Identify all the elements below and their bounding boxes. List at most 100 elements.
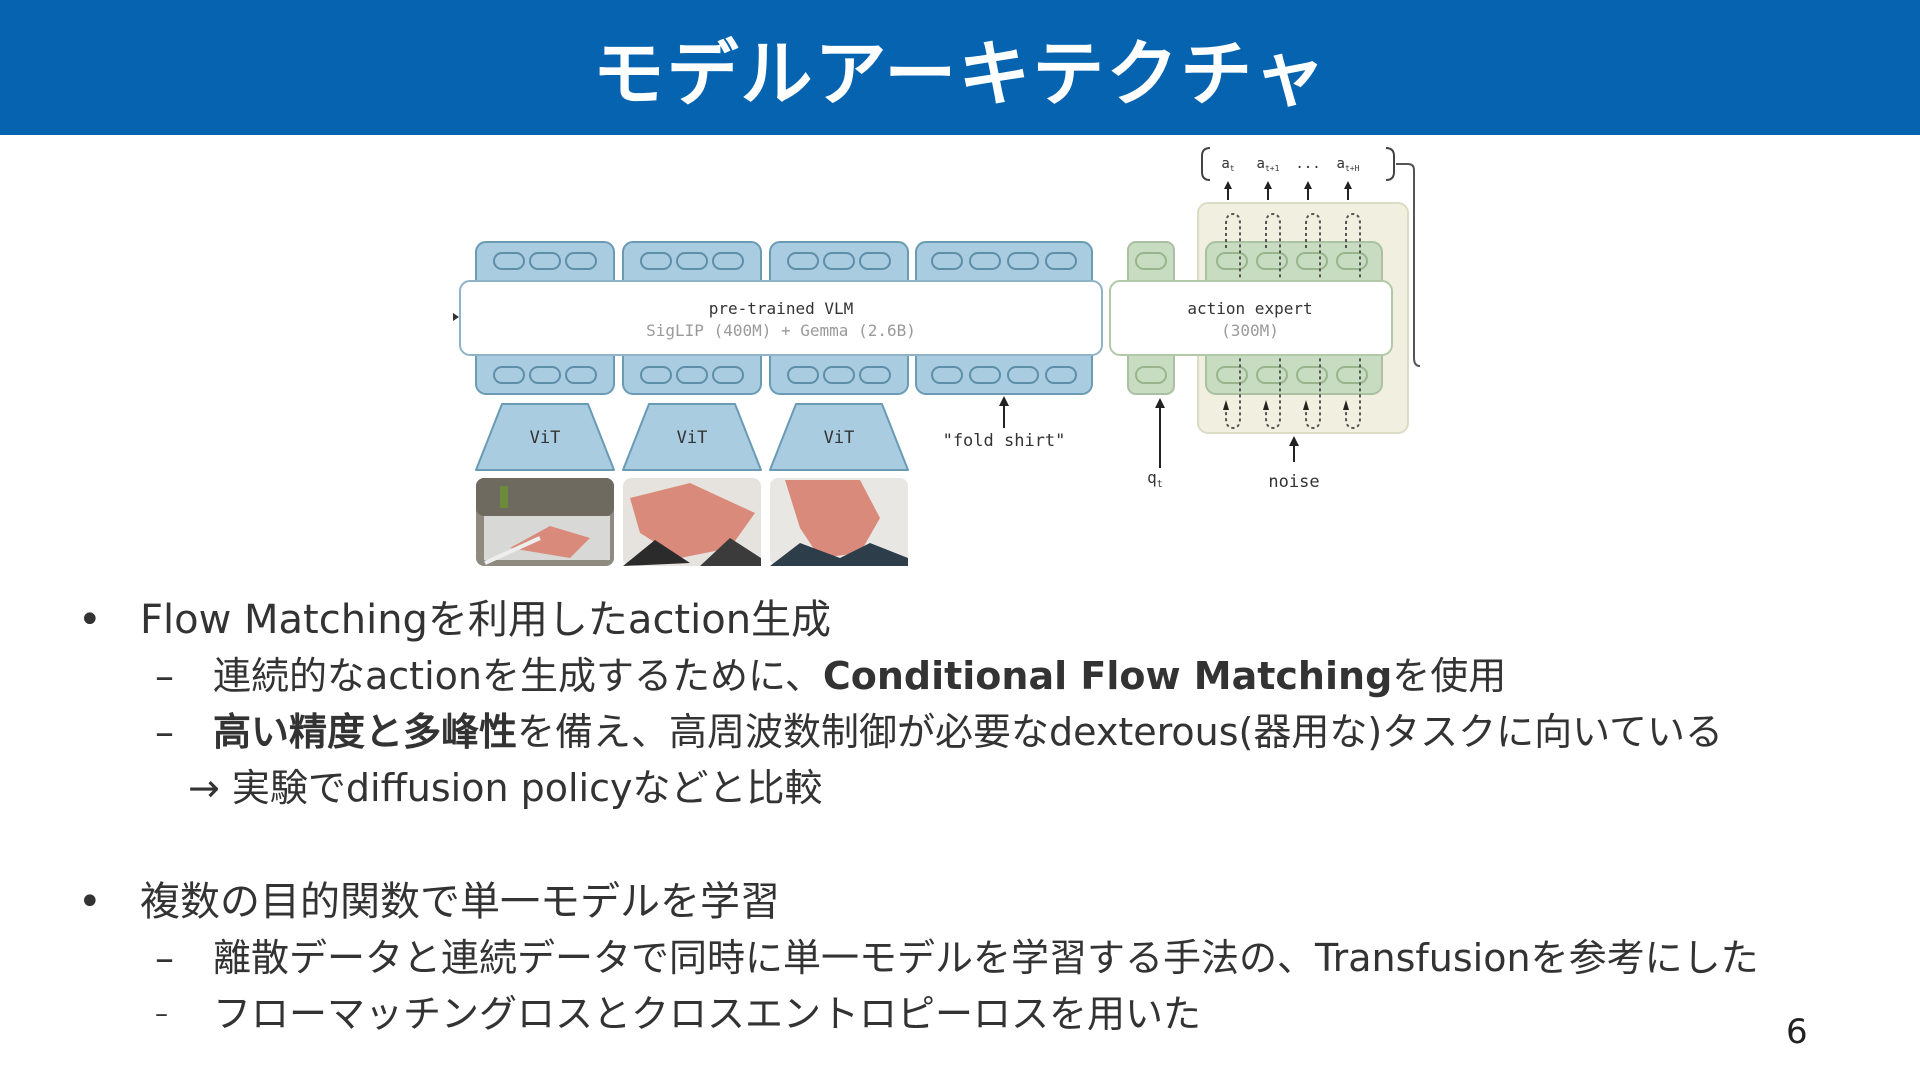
action-outputs-bracket-left: [1201, 147, 1211, 181]
token-pill: [931, 252, 963, 270]
bullet-marker: •: [78, 597, 102, 643]
action-expert-box: [1109, 280, 1393, 356]
token-pill: [712, 252, 744, 270]
token-pill: [493, 252, 525, 270]
bullet-1-sub-1-suffix: を使用: [1392, 654, 1507, 698]
vit-encoder-3: ViT: [769, 403, 909, 471]
loop-arrowhead: [1303, 400, 1309, 410]
token-pills: [493, 252, 1368, 384]
state-arrowhead: [1155, 398, 1165, 408]
vit-encoder-1: ViT: [475, 403, 615, 471]
action-output-label: ...: [1295, 156, 1320, 172]
token-pill: [931, 366, 963, 384]
token-pill: [565, 366, 597, 384]
bullet-1-sub-3: → 実験でdiffusion policyなどと比較: [188, 760, 823, 816]
bullet-2-sub-1-text: 離散データと連続データで同時に単一モデルを学習する手法の、Transfusion…: [213, 936, 1759, 980]
action-expert-title: action expert: [1187, 299, 1312, 318]
state-input-label: qt: [1147, 468, 1163, 490]
left-input-arrowhead: [453, 313, 459, 321]
architecture-diagram-svg: pre-trained VLM SigLIP (400M) + Gemma (2…: [453, 147, 1421, 566]
loop-arrowhead: [1263, 400, 1269, 410]
loop-arrowhead: [1343, 400, 1349, 410]
vit-label-2: ViT: [677, 428, 708, 448]
token-pill: [823, 366, 855, 384]
token-pill: [1296, 366, 1328, 384]
token-pill: [1256, 252, 1288, 270]
dash-marker: –: [155, 999, 168, 1029]
token-pill: [1296, 252, 1328, 270]
vlm-box: [459, 280, 1103, 356]
token-pill: [493, 366, 525, 384]
token-pill: [969, 252, 1001, 270]
bullet-1-text: Flow Matchingを利用したaction生成: [140, 597, 832, 643]
camera-image-3: [770, 478, 908, 566]
action-output-label: at: [1221, 156, 1234, 173]
token-pill: [712, 366, 744, 384]
vit-encoder-2: ViT: [622, 403, 762, 471]
architecture-diagram: pre-trained VLM SigLIP (400M) + Gemma (2…: [440, 138, 1440, 578]
token-pill: [676, 366, 708, 384]
bullet-1-sub-1-bold: Conditional Flow Matching: [822, 654, 1393, 698]
token-pill: [1045, 366, 1077, 384]
denoising-loops: [1223, 212, 1361, 430]
token-pill: [1216, 366, 1248, 384]
action-output-label: at+H: [1337, 156, 1360, 173]
bullet-2-sub-1: – 離散データと連続データで同時に単一モデルを学習する手法の、Transfusi…: [155, 930, 1759, 986]
language-arrowhead: [999, 396, 1009, 406]
action-output-arrowhead: [1344, 181, 1352, 189]
bullet-1-sub-2-suffix: を備え、高周波数制御が必要なdexterous(器用な)タスクに向いている: [517, 710, 1724, 754]
vlm-title: pre-trained VLM: [709, 299, 854, 318]
noise-arrowhead: [1289, 436, 1299, 446]
action-outputs-bracket-right: [1385, 147, 1395, 181]
token-pill: [1007, 366, 1039, 384]
bullet-1-sub-2: – 高い精度と多峰性を備え、高周波数制御が必要なdexterous(器用な)タス…: [155, 704, 1723, 760]
bullet-marker: •: [78, 879, 102, 925]
bullet-2-text: 複数の目的関数で単一モデルを学習: [140, 879, 780, 925]
bullet-1-sub-2-bold: 高い精度と多峰性: [213, 710, 518, 754]
language-input-label: "fold shirt": [943, 431, 1066, 451]
action-outputs: at at+1... at+H: [1221, 156, 1360, 200]
slide-title: モデルアーキテクチャ: [592, 32, 1328, 116]
action-output-arrowhead: [1264, 181, 1272, 189]
feedback-line: [1396, 163, 1421, 367]
action-output-arrowhead: [1304, 181, 1312, 189]
dash-marker: –: [155, 710, 174, 754]
token-pill: [1336, 366, 1368, 384]
vlm-subtitle: SigLIP (400M) + Gemma (2.6B): [646, 321, 916, 340]
bullet-2-sub-2: – フローマッチングロスとクロスエントロピーロスを用いた: [155, 986, 1201, 1042]
token-pill: [823, 252, 855, 270]
bullet-1-sub-1-prefix: 連続的なactionを生成するために、: [213, 654, 823, 698]
bullet-1-sub-1: – 連続的なactionを生成するために、Conditional Flow Ma…: [155, 648, 1506, 704]
token-pill: [529, 252, 561, 270]
token-pill: [1135, 366, 1167, 384]
token-pill: [676, 252, 708, 270]
token-pill: [787, 252, 819, 270]
vit-label-1: ViT: [530, 428, 561, 448]
camera-image-1: [476, 478, 614, 566]
page-number: 6: [1786, 1012, 1808, 1052]
token-pill: [1256, 366, 1288, 384]
token-pill: [1216, 252, 1248, 270]
bullet-1: • Flow Matchingを利用したaction生成: [78, 592, 831, 648]
action-output-label: at+1: [1257, 156, 1280, 173]
bullet-1-sub-3-text: → 実験でdiffusion policyなどと比較: [188, 766, 823, 810]
token-pill: [1007, 252, 1039, 270]
token-pill: [529, 366, 561, 384]
bullet-2-sub-2-text: フローマッチングロスとクロスエントロピーロスを用いた: [213, 992, 1202, 1036]
token-pill: [859, 366, 891, 384]
dash-marker: –: [155, 654, 174, 698]
dash-marker: –: [155, 936, 174, 980]
token-pill: [640, 366, 672, 384]
slide-header: モデルアーキテクチャ: [0, 0, 1920, 135]
token-pill: [859, 252, 891, 270]
token-pill: [640, 252, 672, 270]
noise-input-label: noise: [1268, 472, 1319, 492]
action-expert-subtitle: (300M): [1221, 321, 1279, 340]
token-pill: [1336, 252, 1368, 270]
token-pill: [1045, 252, 1077, 270]
camera-image-2: [623, 478, 761, 566]
action-output-arrowhead: [1224, 181, 1232, 189]
loop-arrowhead: [1223, 400, 1229, 410]
vit-label-3: ViT: [824, 428, 855, 448]
token-pill: [787, 366, 819, 384]
